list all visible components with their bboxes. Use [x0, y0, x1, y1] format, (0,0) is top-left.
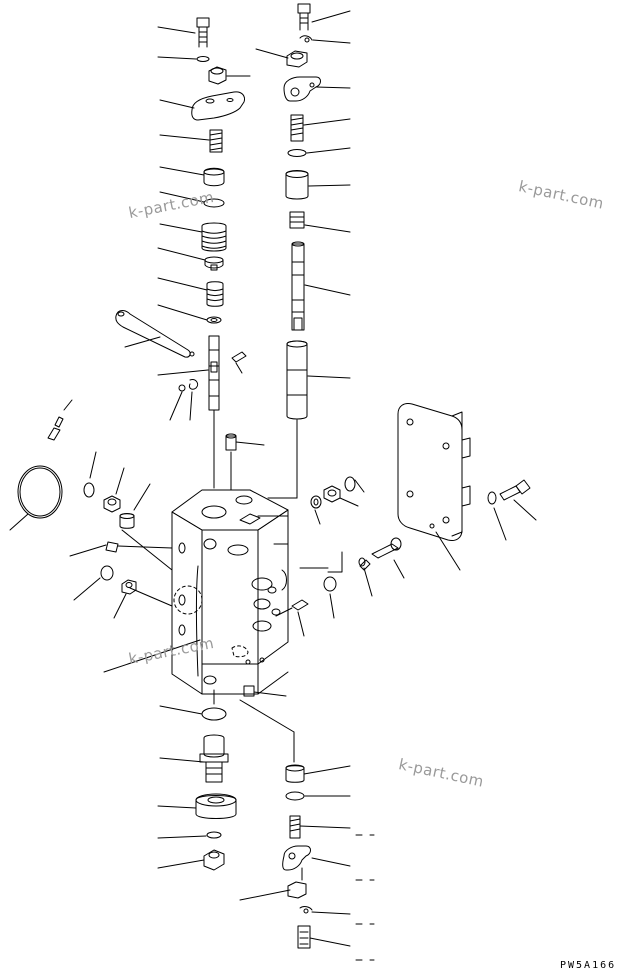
valve-body: [171, 489, 289, 695]
left-side-parts: [9, 399, 201, 673]
left-upper-stack: [115, 17, 251, 489]
drawing-code: PW5A166: [560, 960, 617, 971]
right-upper-stack: [255, 3, 351, 499]
right-side-parts: [225, 403, 537, 637]
lower-stacks: [157, 685, 375, 961]
